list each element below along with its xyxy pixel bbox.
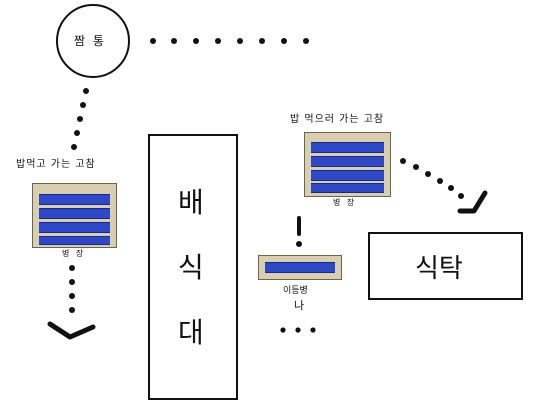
stripe [39, 194, 110, 205]
ellipsis-dots [280, 327, 316, 333]
private-patch [258, 255, 342, 280]
right-arrowhead [457, 190, 488, 214]
serving-table-char-2: 식 [178, 251, 204, 284]
exclaim-dot [296, 241, 302, 247]
left-rank-label: 병 장 [62, 249, 86, 258]
left-senior-label: 밥먹고 가는 고참 [16, 159, 96, 170]
left-down-arrowhead [47, 321, 96, 340]
left-upper-dotted-path [71, 88, 89, 150]
me-label: 나 [294, 299, 305, 312]
left-lower-dotted-path [69, 265, 75, 313]
stripe [39, 208, 110, 219]
private-rank-label: 이등병 [283, 286, 308, 296]
right-senior-label: 밥 먹으러 가는 고참 [290, 114, 385, 125]
stripe [265, 262, 335, 273]
right-sergeant-patch [304, 132, 391, 197]
stripe [39, 222, 110, 233]
stripe [39, 236, 110, 245]
circle-label: 짬 통 [74, 34, 106, 48]
right-rank-label: 병 장 [333, 198, 357, 207]
dining-table-box: 식탁 [368, 232, 523, 300]
circle-dotted-path [150, 38, 309, 44]
dining-table-label: 식탁 [415, 254, 463, 284]
right-dotted-path [400, 158, 464, 199]
trash-bin-circle [56, 4, 130, 78]
serving-table-char-1: 배 [178, 186, 204, 219]
serving-table-char-3: 대 [178, 316, 204, 349]
stripe [311, 156, 384, 167]
stripe [311, 183, 384, 193]
serving-table-box: 배 식 대 [148, 134, 238, 400]
stripe [311, 142, 384, 153]
left-sergeant-patch [32, 183, 117, 248]
stripe [311, 170, 384, 181]
